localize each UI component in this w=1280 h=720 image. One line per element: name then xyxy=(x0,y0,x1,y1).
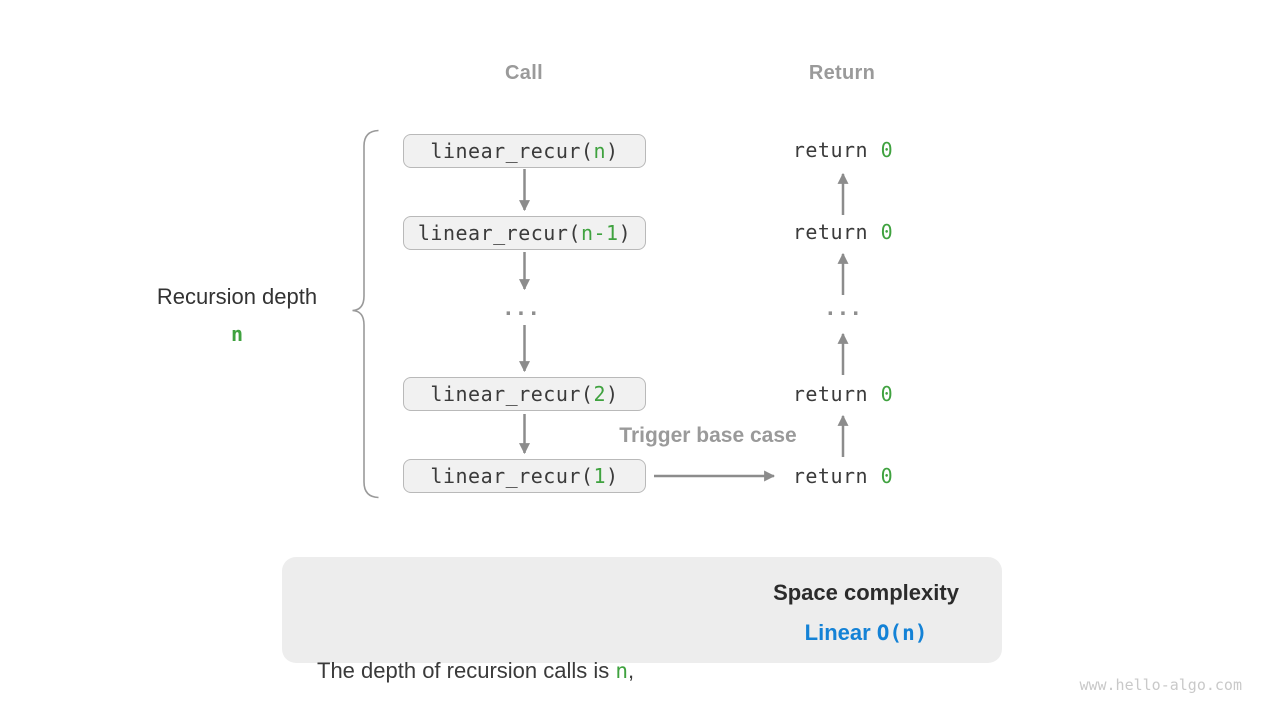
call-box-2-suffix: ) xyxy=(606,382,619,406)
watermark: www.hello-algo.com xyxy=(1079,676,1242,694)
space-complexity-code: O(n) xyxy=(876,621,928,645)
space-complexity-value: Linear O(n) xyxy=(716,620,1016,646)
call-column-header: Call xyxy=(505,62,543,84)
call-box-1: linear_recur(1) xyxy=(403,459,646,493)
call-box-n-arg: n xyxy=(593,139,607,163)
return-item-4-value: 0 xyxy=(880,464,894,488)
return-item-2: return 0 xyxy=(733,220,953,244)
return-item-1-keyword: return xyxy=(792,138,881,162)
return-item-3-value: 0 xyxy=(880,382,894,406)
call-box-n-1-prefix: linear_recur( xyxy=(417,221,581,245)
return-item-1-value: 0 xyxy=(880,138,894,162)
recursion-depth-label: Recursion depth xyxy=(156,284,318,309)
return-column-header: Return xyxy=(808,62,876,84)
return-item-2-value: 0 xyxy=(880,220,894,244)
summary-line-1-text: The depth of recursion calls is xyxy=(317,658,616,683)
summary-line-1: The depth of recursion calls is n, xyxy=(317,651,634,691)
call-box-1-arg: 1 xyxy=(593,464,607,488)
return-item-2-keyword: return xyxy=(792,220,881,244)
trigger-base-case-label: Trigger base case xyxy=(619,424,797,447)
call-box-2-prefix: linear_recur( xyxy=(430,382,594,406)
return-ellipsis: ... xyxy=(826,294,865,321)
call-box-n-1-suffix: ) xyxy=(618,221,632,245)
summary-line-1-var: n xyxy=(615,659,629,683)
return-item-3: return 0 xyxy=(733,382,953,406)
call-box-n-1: linear_recur(n-1) xyxy=(403,216,646,250)
return-item-4-keyword: return xyxy=(792,464,881,488)
space-complexity-label: Linear xyxy=(804,620,877,645)
call-ellipsis: ... xyxy=(504,294,543,321)
recursion-depth-brace xyxy=(352,129,379,499)
call-box-2: linear_recur(2) xyxy=(403,377,646,411)
recursion-depth-value: n xyxy=(230,322,244,346)
call-box-n-prefix: linear_recur( xyxy=(430,139,594,163)
summary-text: The depth of recursion calls is n, using… xyxy=(317,573,634,720)
return-item-4: return 0 xyxy=(733,464,953,488)
call-box-1-suffix: ) xyxy=(606,464,619,488)
call-box-1-prefix: linear_recur( xyxy=(430,464,594,488)
call-box-2-arg: 2 xyxy=(593,382,607,406)
call-box-n-suffix: ) xyxy=(606,139,619,163)
call-box-n: linear_recur(n) xyxy=(403,134,646,168)
return-item-3-keyword: return xyxy=(792,382,881,406)
summary-panel xyxy=(282,557,1002,663)
call-box-n-1-arg: n-1 xyxy=(580,221,619,245)
return-item-1: return 0 xyxy=(733,138,953,162)
space-complexity-title: Space complexity xyxy=(773,580,959,605)
summary-line-1-comma: , xyxy=(628,658,635,683)
